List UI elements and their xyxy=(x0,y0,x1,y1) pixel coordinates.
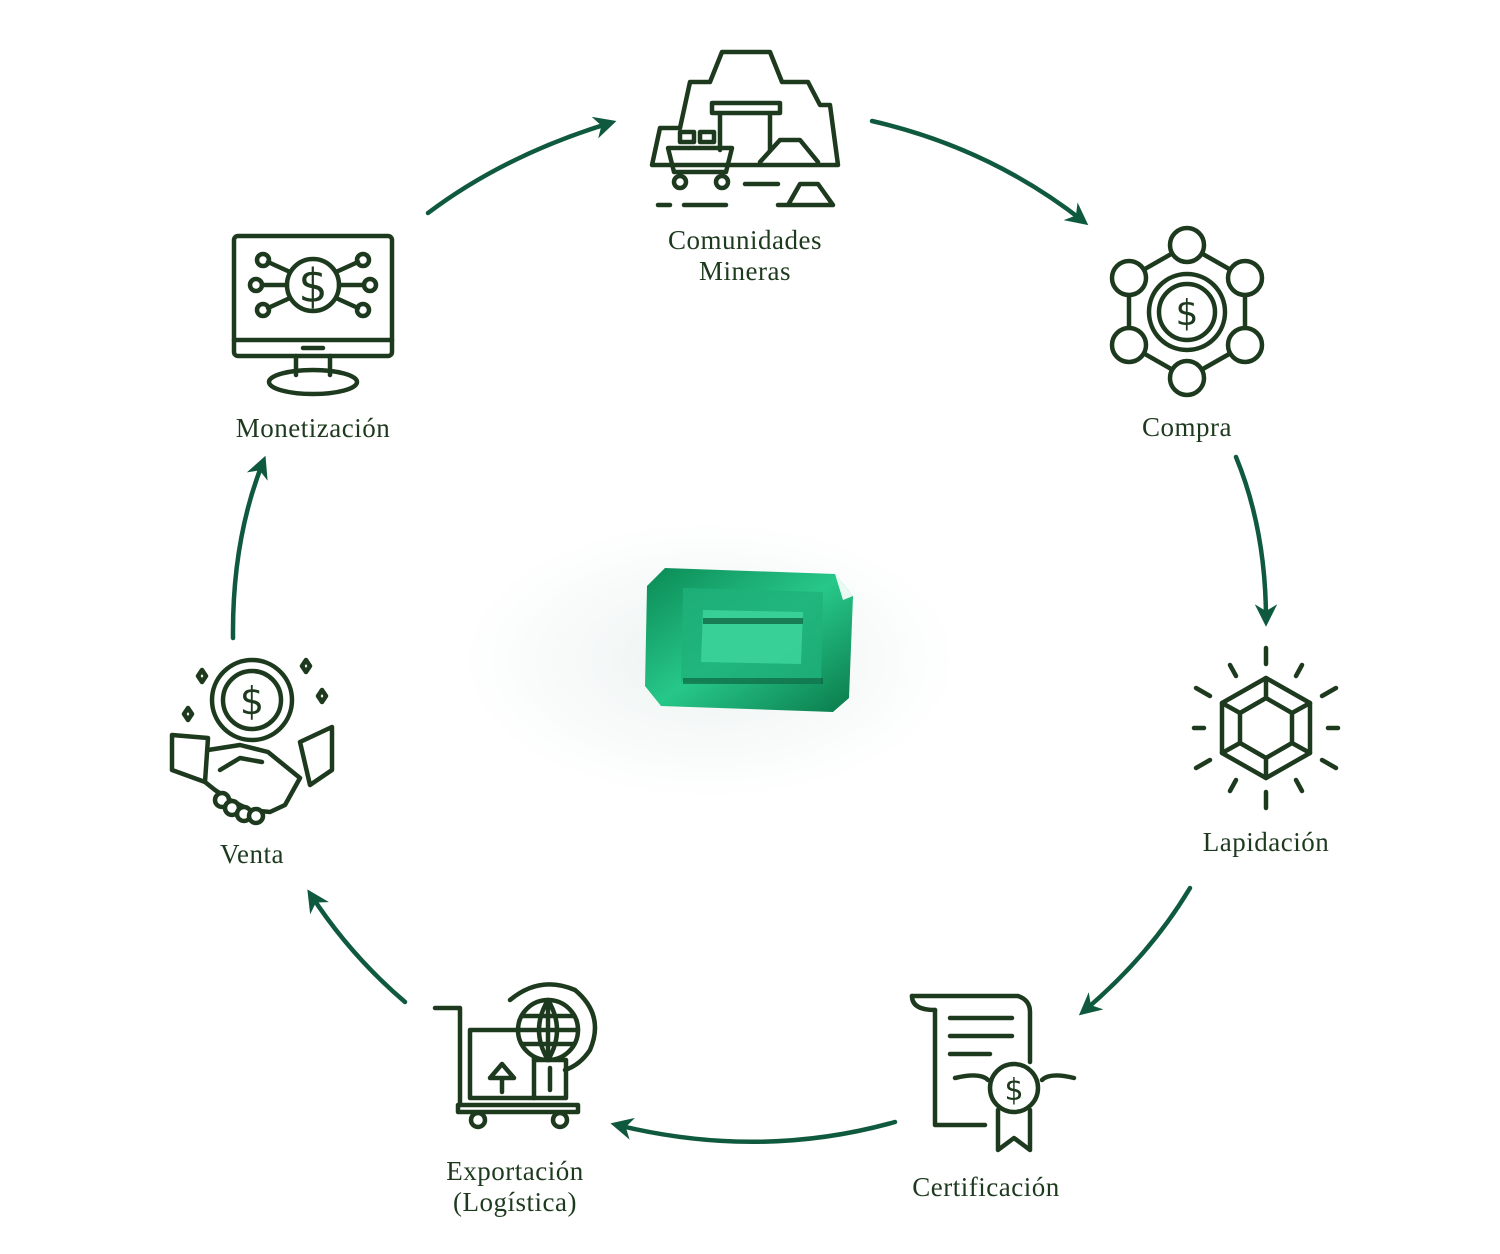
network-dollar-icon: $ xyxy=(1109,225,1265,398)
svg-text:$: $ xyxy=(1176,293,1199,334)
label-line: Venta xyxy=(220,839,284,869)
export-logistics-icon xyxy=(432,982,598,1130)
step-venta-label: Venta xyxy=(220,839,284,870)
label-line: Certificación xyxy=(912,1172,1060,1202)
step-comunidades-mineras-label: Comunidades Mineras xyxy=(668,225,822,287)
mine-cart-icon xyxy=(649,49,841,208)
label-line: Comunidades xyxy=(668,225,822,255)
label-line: Lapidación xyxy=(1202,827,1330,857)
arrow-monetizacion-to-comunidades xyxy=(425,116,617,216)
label-line: Mineras xyxy=(699,256,791,286)
arrow-exportacion-to-venta xyxy=(307,889,408,1005)
handshake-dollar-icon: $ xyxy=(169,657,335,826)
svg-text:$: $ xyxy=(1004,1073,1023,1108)
step-exportacion-label: Exportación (Logística) xyxy=(446,1156,583,1218)
arrow-certificacion-to-exportacion xyxy=(610,1117,898,1145)
svg-text:$: $ xyxy=(298,259,327,313)
cut-gem-icon xyxy=(1191,645,1341,811)
step-certificacion-label: Certificación xyxy=(912,1172,1059,1203)
label-line: Monetización xyxy=(235,413,391,443)
arrow-lapidacion-to-certificacion xyxy=(1078,885,1193,1016)
emerald-gem-image xyxy=(645,568,853,712)
label-line: Exportación xyxy=(446,1156,584,1186)
step-compra-label: Compra xyxy=(1142,412,1232,443)
arrow-comunidades-to-compra xyxy=(869,118,1089,226)
label-line: (Logística) xyxy=(453,1187,577,1217)
monitor-dollar-icon: $ xyxy=(231,233,395,397)
label-line: Compra xyxy=(1142,412,1232,442)
step-monetizacion-label: Monetización xyxy=(236,413,390,444)
arrow-compra-to-lapidacion xyxy=(1233,454,1278,627)
step-lapidacion-label: Lapidación xyxy=(1203,827,1329,858)
certificate-icon: $ xyxy=(909,993,1077,1153)
arrow-venta-to-monetizacion xyxy=(230,455,268,641)
svg-text:$: $ xyxy=(240,679,264,723)
